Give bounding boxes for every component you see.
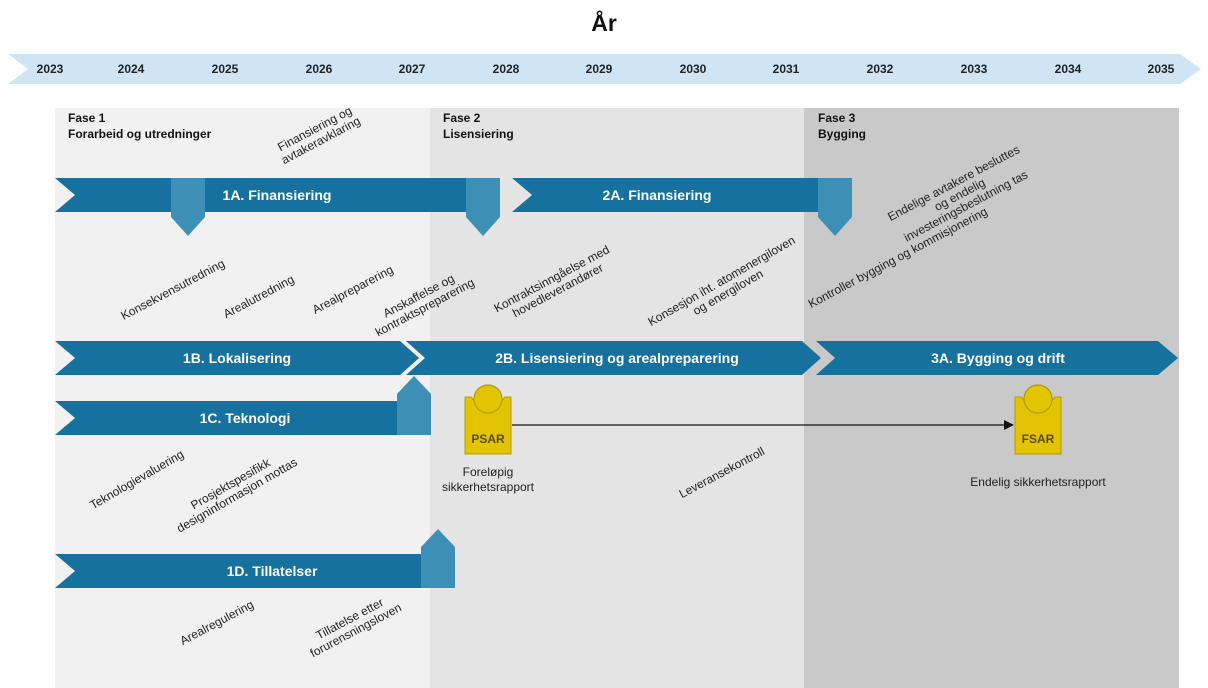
year-label: 2034 xyxy=(1054,62,1082,76)
year-label: 2030 xyxy=(679,62,707,76)
fsar-code: FSAR xyxy=(1022,432,1055,446)
phase3-label: Fase 3 Bygging xyxy=(818,110,866,142)
bar-1b-label: 1B. Lokalisering xyxy=(182,350,292,366)
decision-marker-3 xyxy=(818,178,852,236)
year-label: 2025 xyxy=(211,62,239,76)
bar-2b-label: 2B. Lisensiering og arealpreparering xyxy=(495,350,739,366)
bar-3a-label: 3A. Bygging og drift xyxy=(931,350,1065,366)
decision-marker-2 xyxy=(466,178,500,236)
psar-caption-line2: sikkerhetsrapport xyxy=(441,480,535,494)
psar-gate: PSAR xyxy=(464,384,512,455)
fsar-gate: FSAR xyxy=(1014,384,1062,455)
bar-3a-shape xyxy=(816,341,1178,375)
year-label: 2026 xyxy=(305,62,333,76)
bar-1a-shape xyxy=(55,178,472,212)
timeline-arrow xyxy=(8,54,1201,84)
arrow-head xyxy=(1004,420,1014,430)
bar-1d-label: 1D. Tillatelser xyxy=(226,563,318,579)
year-label: 2035 xyxy=(1147,62,1175,76)
fsar-caption: Endelig sikkerhetsrapport xyxy=(928,475,1148,490)
psar-caption-line1: Foreløpig xyxy=(462,465,514,479)
year-label: 2033 xyxy=(960,62,988,76)
milestone-marker-1c xyxy=(397,376,431,435)
page-title: År xyxy=(591,10,617,36)
phase3-number: Fase 3 xyxy=(818,111,856,125)
bar-2a-shape xyxy=(512,178,818,212)
phase3-background xyxy=(804,108,1179,688)
fsar-caption-line1: Endelig sikkerhetsrapport xyxy=(970,475,1106,489)
phase1-number: Fase 1 xyxy=(68,111,106,125)
year-label: 2028 xyxy=(492,62,520,76)
bar-2b-shape xyxy=(406,341,821,375)
psar-caption: Foreløpig sikkerhetsrapport xyxy=(418,465,558,495)
bar-1d-shape xyxy=(55,554,435,588)
phase1-label: Fase 1 Forarbeid og utredninger xyxy=(68,110,211,142)
year-label: 2023 xyxy=(36,62,64,76)
phase3-name: Bygging xyxy=(818,127,866,141)
bar-1c-shape xyxy=(55,401,410,435)
phase1-name: Forarbeid og utredninger xyxy=(68,127,212,141)
year-label: 2029 xyxy=(585,62,613,76)
milestone-marker-1d xyxy=(421,529,455,588)
fsar-gate-head xyxy=(1023,384,1053,414)
phase2-number: Fase 2 xyxy=(443,111,481,125)
decision-marker-1 xyxy=(171,178,205,236)
phase2-label: Fase 2 Lisensiering xyxy=(443,110,514,142)
year-label: 2032 xyxy=(866,62,894,76)
year-label: 2031 xyxy=(772,62,800,76)
bar-2a-label: 2A. Finansiering xyxy=(602,187,712,203)
bar-1a-label: 1A. Finansiering xyxy=(222,187,332,203)
psar-code: PSAR xyxy=(471,432,505,446)
bar-1c-label: 1C. Teknologi xyxy=(199,410,291,426)
year-label: 2027 xyxy=(398,62,426,76)
phase2-name: Lisensiering xyxy=(443,127,514,141)
year-label: 2024 xyxy=(117,62,145,76)
psar-gate-head xyxy=(473,384,503,414)
bar-1b-shape xyxy=(55,341,419,375)
